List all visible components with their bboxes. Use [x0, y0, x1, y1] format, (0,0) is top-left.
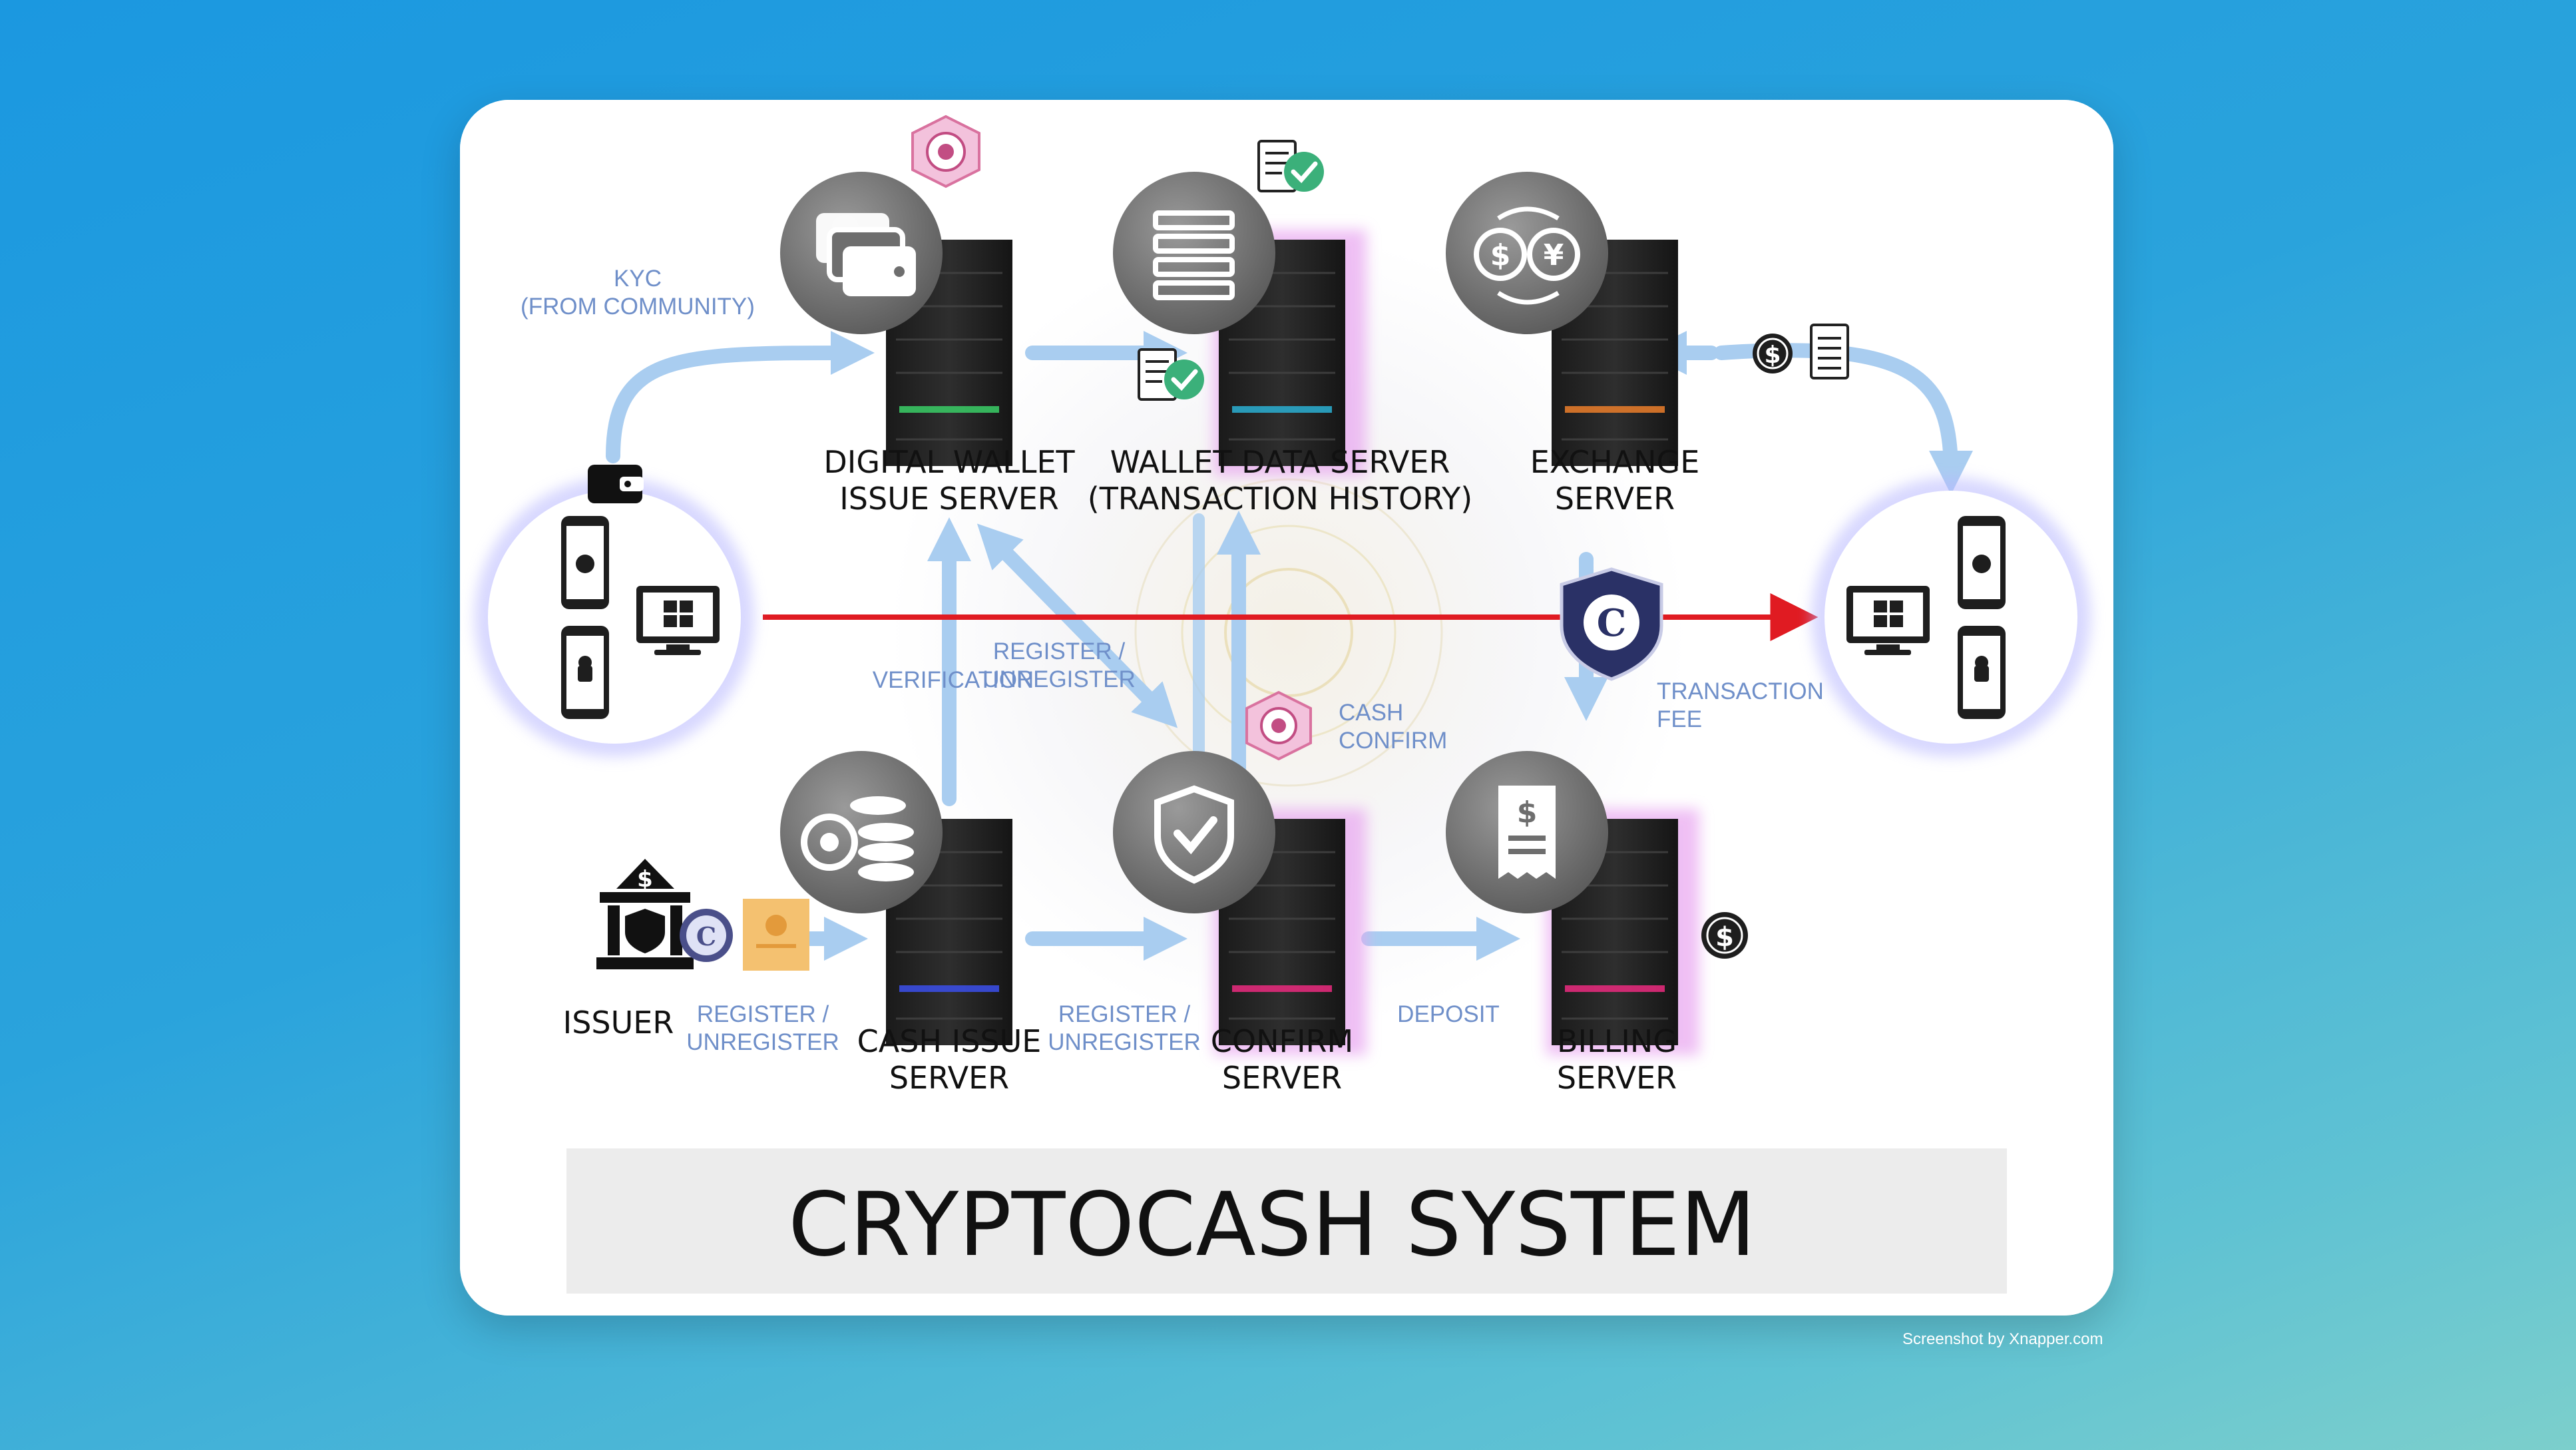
svg-text:C: C	[1597, 601, 1627, 645]
document-list-icon	[1810, 324, 1849, 379]
currency-exchange-icon: $ ¥	[1446, 172, 1608, 334]
deposit-label: DEPOSIT	[1397, 1001, 1500, 1027]
kyc-source-label: (FROM COMMUNITY)	[521, 294, 755, 320]
svg-text:C: C	[696, 921, 716, 951]
dollar-coin-icon-top: $	[1753, 334, 1793, 373]
kyc-arrow	[606, 331, 875, 463]
kyc-label: KYC	[614, 266, 662, 292]
register-confirm-label-2: UNREGISTER	[1048, 1029, 1200, 1055]
register-issuer-label-2: UNREGISTER	[686, 1029, 839, 1055]
register-issuer-label-1: REGISTER /	[697, 1001, 829, 1027]
svg-text:$: $	[1517, 796, 1538, 830]
svg-text:¥: ¥	[1544, 238, 1564, 272]
verification-label: VERIFICATION	[873, 667, 1034, 693]
server-rack-confirm	[1213, 809, 1367, 1055]
issuer-label: ISSUER	[563, 1005, 674, 1041]
cash-confirm-label-2: CONFIRM	[1339, 728, 1447, 754]
register-center-label-1: REGISTER /	[993, 638, 1126, 664]
dollar-coin-icon-bottom: $	[1701, 912, 1748, 959]
security-shield-icon: C	[1560, 567, 1663, 681]
billing-label-2: SERVER	[1557, 1060, 1677, 1096]
cash-issue-label-1: CASH ISSUE	[857, 1023, 1042, 1059]
digital-wallet-label-2: ISSUE SERVER	[839, 481, 1059, 517]
svg-text:$: $	[1764, 342, 1781, 369]
digital-wallet-label-1: DIGITAL WALLET	[823, 444, 1075, 480]
iphone-icon	[1958, 516, 2006, 609]
confirm-label-1: CONFIRM	[1211, 1023, 1353, 1059]
diagram-title: CRYPTOCASH SYSTEM	[788, 1174, 1756, 1276]
confirm-label-2: SERVER	[1222, 1060, 1342, 1096]
android-phone-icon	[561, 626, 609, 719]
svg-text:$: $	[1715, 922, 1734, 953]
billing-label-1: BILLING	[1557, 1023, 1677, 1059]
shield-check-icon	[1113, 751, 1275, 913]
register-center-label-2: UNREGISTER	[982, 666, 1135, 692]
windows-monitor-icon	[1846, 586, 1930, 655]
wallet-data-label-1: WALLET DATA SERVER	[1110, 444, 1450, 480]
exchange-label-2: SERVER	[1555, 481, 1675, 517]
pink-token-badge-top	[911, 115, 980, 188]
transaction-fee-label-1: TRANSACTION	[1657, 678, 1824, 704]
windows-monitor-icon	[636, 586, 720, 655]
certificate-card-icon	[743, 899, 809, 971]
receipt-icon: $	[1446, 751, 1608, 913]
cash-issue-label-2: SERVER	[889, 1060, 1009, 1096]
pink-token-badge-middle	[1245, 690, 1312, 761]
bank-issuer-icon: $	[596, 859, 694, 969]
exchange-label-1: EXCHANGE	[1530, 444, 1700, 480]
diagram-card: C	[460, 100, 2113, 1316]
security-token-icon: C	[680, 909, 733, 962]
android-phone-icon	[1958, 626, 2006, 719]
title-banner	[566, 1148, 2007, 1294]
client-left	[475, 465, 754, 757]
cards-icon	[780, 172, 943, 334]
wallet-icon	[588, 465, 644, 503]
iphone-icon	[561, 516, 609, 609]
document-check-icon-top	[1257, 140, 1324, 192]
document-check-icon-middle	[1138, 348, 1204, 401]
cryptocash-diagram: C	[460, 100, 2113, 1316]
client-right	[1811, 477, 2091, 757]
register-confirm-label-1: REGISTER /	[1058, 1001, 1191, 1027]
exchange-to-client-arrow	[1714, 343, 1973, 495]
cash-confirm-label-1: CASH	[1339, 700, 1403, 726]
wallet-data-label-2: (TRANSACTION HISTORY)	[1088, 481, 1472, 517]
transaction-fee-label-2: FEE	[1657, 706, 1702, 732]
coins-icon	[780, 751, 943, 913]
svg-text:$: $	[1490, 238, 1511, 272]
database-list-icon	[1113, 172, 1275, 334]
svg-text:$: $	[637, 866, 653, 893]
screenshot-credit: Screenshot by Xnapper.com	[1902, 1330, 2103, 1348]
